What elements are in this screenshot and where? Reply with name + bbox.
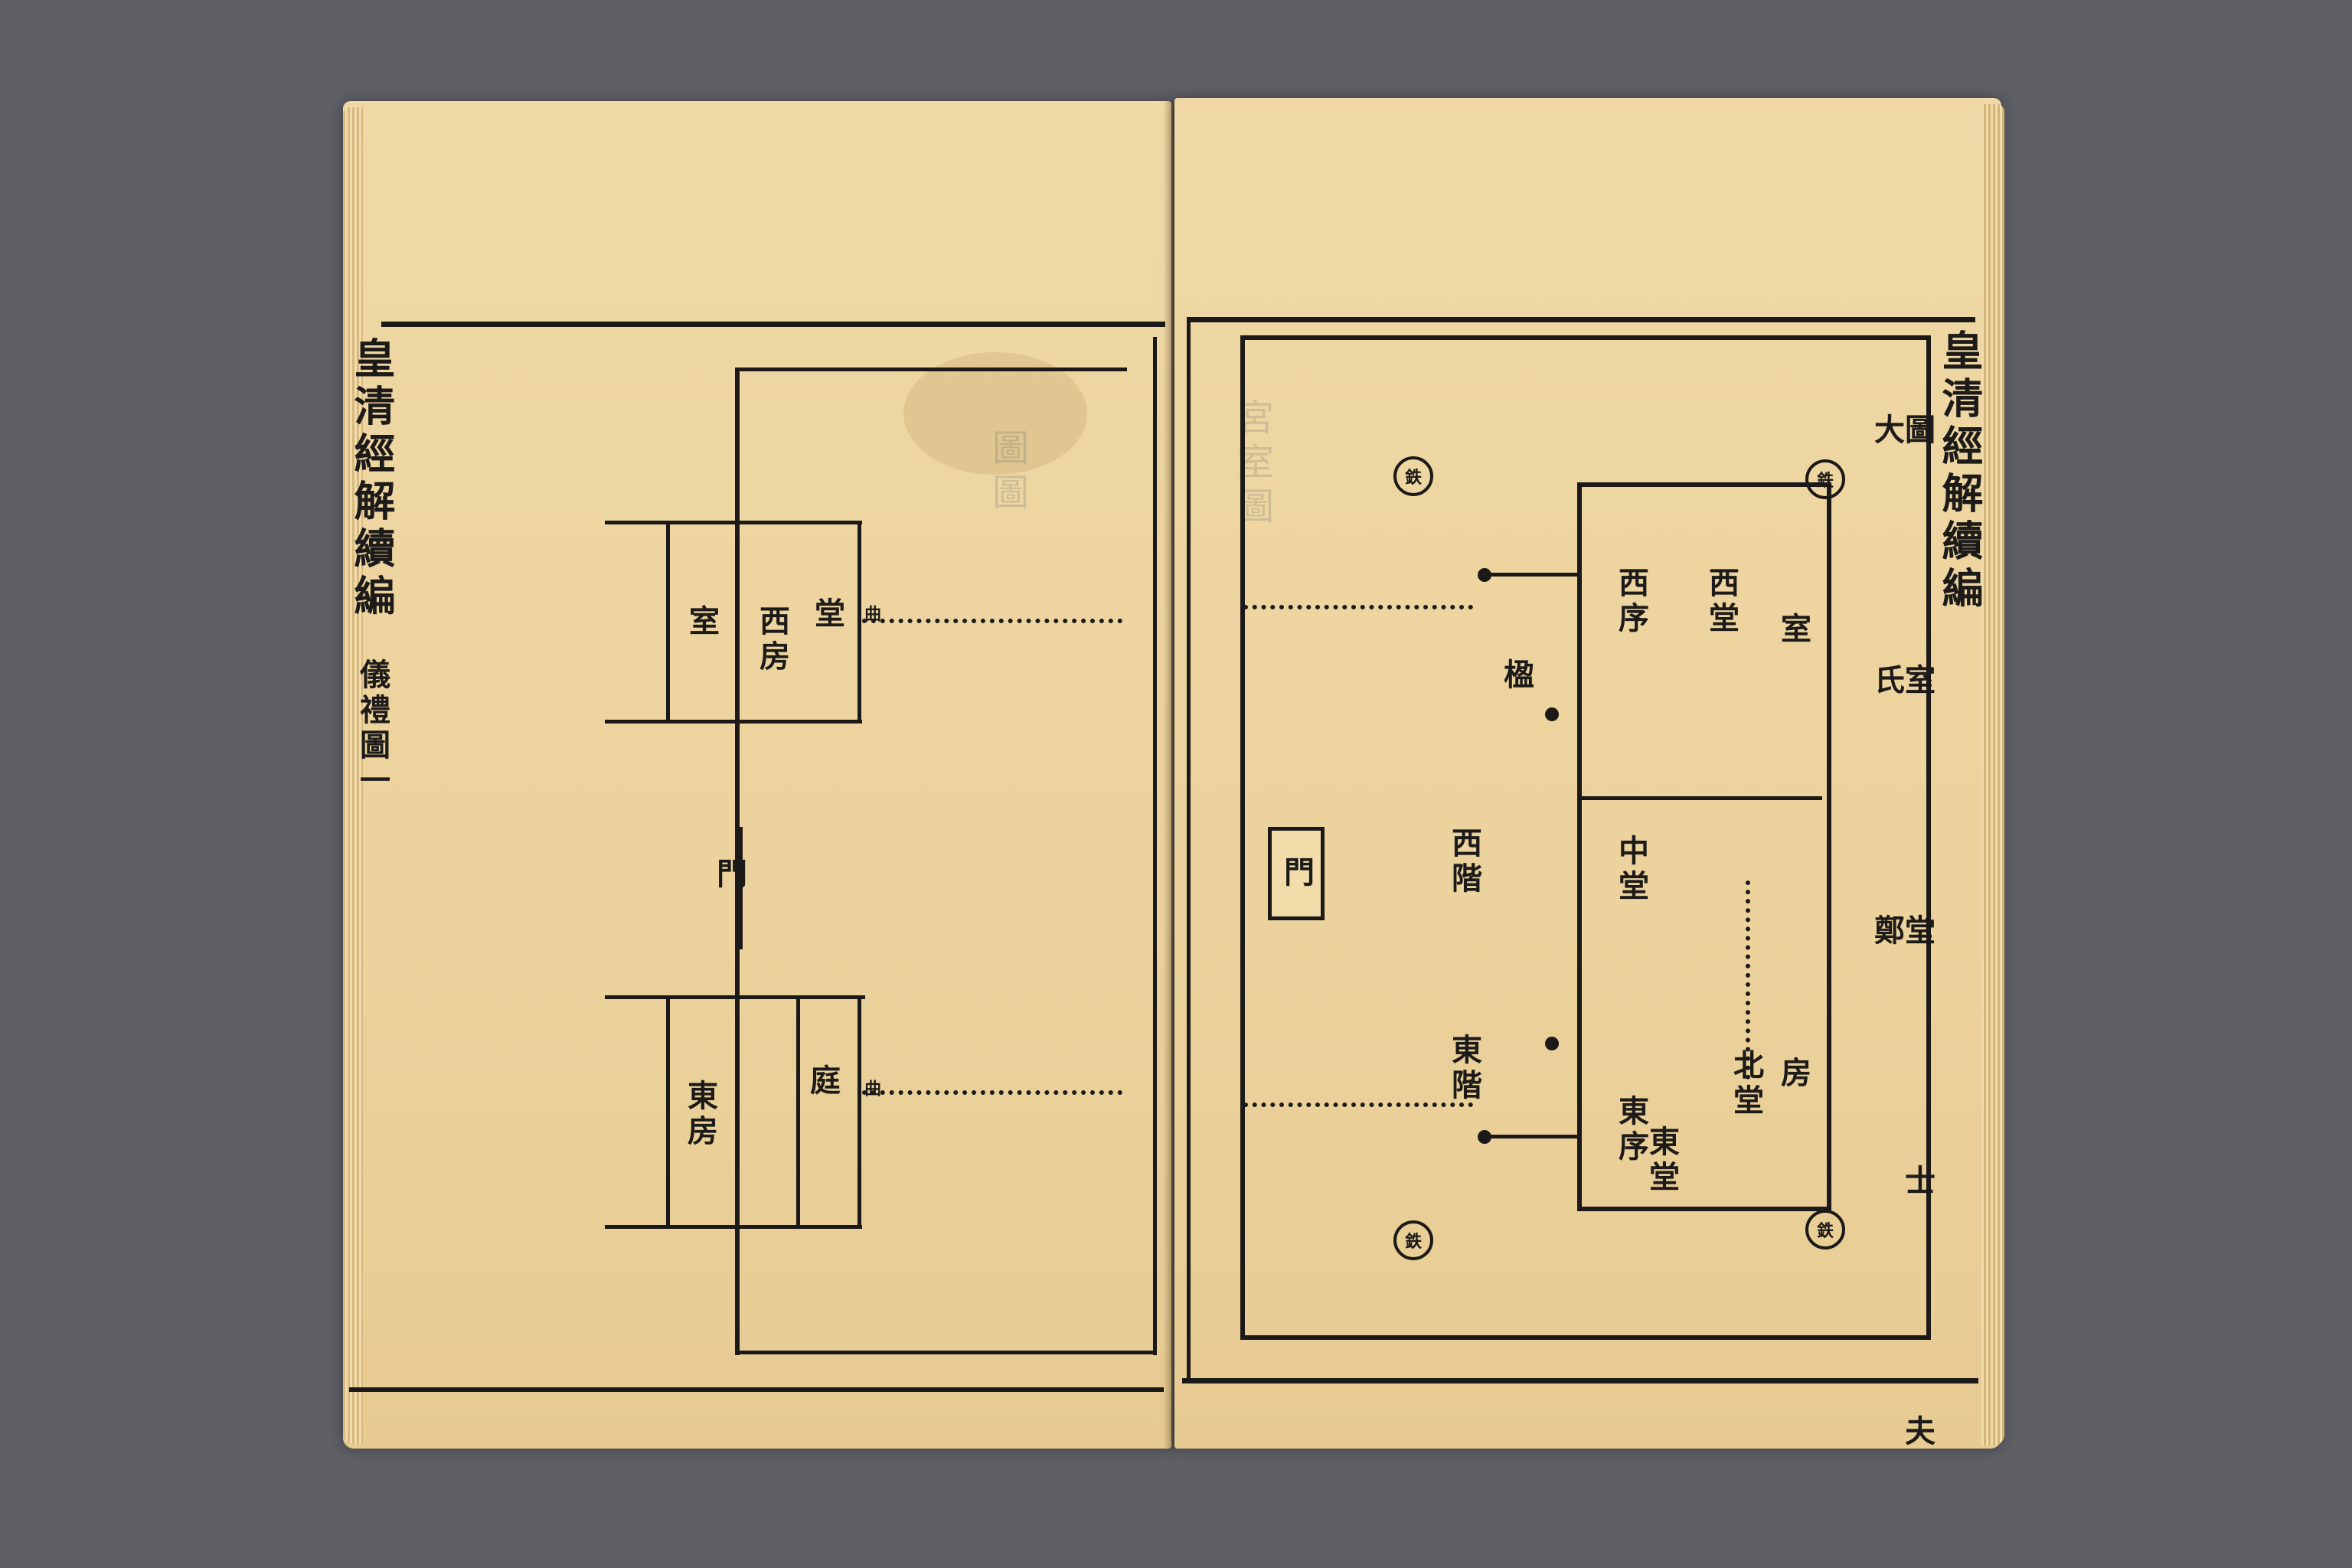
right-margin-title: 皇清經解續編 <box>1935 329 1984 614</box>
yong-east <box>1545 1037 1559 1050</box>
stain <box>903 352 1087 475</box>
dotted-line-upper <box>862 619 1122 623</box>
label-east-hall: 東堂 <box>1644 1125 1680 1196</box>
gate-bar <box>735 995 865 999</box>
label-east-room: 東房 <box>682 1080 718 1150</box>
right-left-rule <box>1187 317 1191 1383</box>
label-east-steps: 東階 <box>1446 1034 1482 1104</box>
label-west-room: 西房 <box>754 605 790 675</box>
left-frame-right <box>1153 337 1157 1355</box>
room2-bottom-line <box>605 1225 862 1229</box>
label-west-hall: 西堂 <box>1704 567 1740 637</box>
left-top-rule <box>381 322 1165 327</box>
dotted-right-lower <box>1243 1102 1473 1107</box>
dotted-right-upper <box>1243 605 1473 609</box>
room2-right-wall <box>858 995 861 1225</box>
right-page <box>1174 98 2001 1449</box>
corner-circle-nw: 鉄 <box>1805 459 1845 499</box>
label-north-hall: 北堂 <box>1728 1049 1764 1119</box>
inner-room-frame <box>1577 482 1831 1211</box>
left-page-edge <box>343 107 363 1444</box>
label-room: 室 <box>1775 612 1811 648</box>
pillar-west <box>1478 568 1491 582</box>
left-frame-bottom <box>735 1351 1156 1354</box>
gate-box: 門 <box>1268 827 1325 920</box>
label-qu-upper: 曲 <box>861 605 882 622</box>
pillar-east-line <box>1485 1135 1577 1138</box>
right-bottom-rule <box>1182 1378 1978 1383</box>
corner-circle-ne: 鉄 <box>1805 1210 1845 1250</box>
label-west-steps: 西階 <box>1446 827 1482 897</box>
label-gate: 門 <box>711 858 747 893</box>
left-page <box>343 101 1171 1449</box>
room2-divider-2 <box>796 995 800 1225</box>
corner-circle-se: 鉄 <box>1393 1220 1433 1260</box>
room-bottom-line <box>605 720 862 724</box>
label-gate-right: 門 <box>1279 856 1315 891</box>
label-qu-lower: 曲 <box>861 1080 882 1097</box>
corner-circle-sw: 鉄 <box>1393 456 1433 496</box>
bleed-through-right: 宮室圖 <box>1230 398 1273 531</box>
left-bottom-rule <box>349 1387 1164 1392</box>
bleed-through: 圖圖 <box>985 429 1028 518</box>
label-middle-hall: 中堂 <box>1613 835 1649 905</box>
inner-room-divider <box>1577 796 1822 800</box>
room-right-wall <box>858 521 861 720</box>
left-margin-section: 儀禮圖一 <box>354 658 390 799</box>
room2-divider <box>666 995 670 1225</box>
label-east-wall: 東序 <box>1613 1095 1649 1165</box>
dotted-room-vertical <box>1746 880 1750 1080</box>
room-top-line <box>605 521 862 524</box>
right-top-rule <box>1187 317 1975 322</box>
label-shi: 室 <box>684 605 720 640</box>
label-pillar: 楹 <box>1498 658 1534 694</box>
left-frame-top <box>735 368 1127 371</box>
pillar-east <box>1478 1130 1491 1144</box>
right-diagram-frame <box>1240 335 1931 1340</box>
label-west-wall: 西序 <box>1613 567 1649 637</box>
room-divider <box>666 521 670 720</box>
room2-top-line <box>605 995 862 999</box>
dotted-line-lower <box>862 1090 1122 1095</box>
right-page-edge <box>1981 104 2004 1446</box>
yong-west <box>1545 707 1559 721</box>
left-margin-title: 皇清經解續編 <box>347 337 396 622</box>
label-ting: 庭 <box>805 1064 841 1099</box>
gate-post <box>735 827 743 949</box>
pillar-west-line <box>1485 573 1577 577</box>
label-hall: 堂 <box>809 597 845 632</box>
label-chamber: 房 <box>1775 1057 1811 1092</box>
